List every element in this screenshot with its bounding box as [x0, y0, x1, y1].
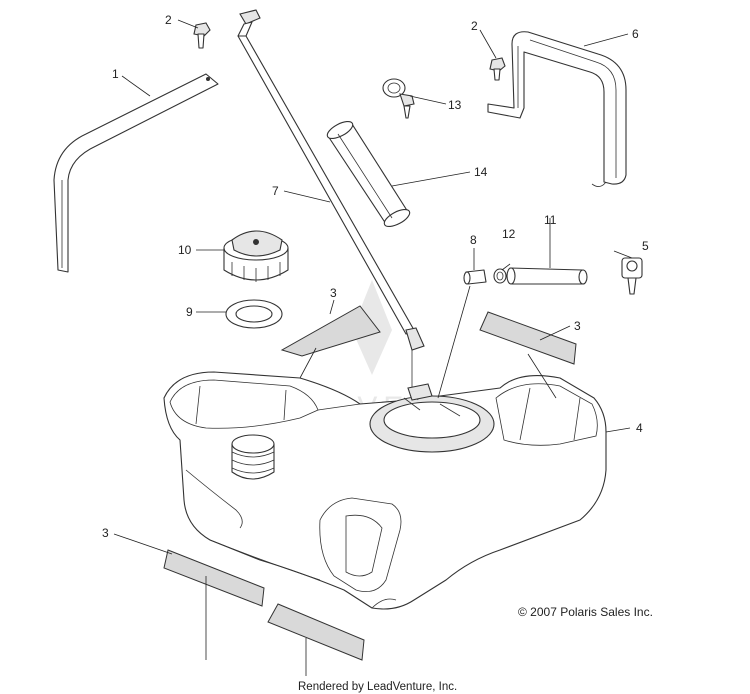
part-6-right-bracket	[487, 31, 627, 187]
callout-3-upper-left: 3	[330, 286, 337, 300]
callout-1: 1	[112, 67, 119, 81]
callout-5: 5	[642, 239, 649, 253]
part-3-pad-lower-1	[163, 549, 265, 607]
part-9-gasket	[225, 299, 283, 329]
part-10-fuel-cap	[223, 230, 289, 282]
callout-10: 10	[178, 243, 192, 257]
callout-9: 9	[186, 305, 193, 319]
part-8-fitting	[463, 269, 487, 285]
part-2-bolt-right	[489, 57, 506, 81]
part-12-clamp-ring	[493, 268, 507, 284]
part-2-bolt-top	[193, 22, 211, 49]
callout-2-right: 2	[471, 19, 478, 33]
callout-4: 4	[636, 421, 643, 435]
part-5-connector	[621, 257, 643, 295]
part-3-pad-upper-right	[479, 311, 577, 365]
part-13-hose-clamp	[382, 78, 415, 119]
callout-6: 6	[632, 27, 639, 41]
part-7-vent-tube	[237, 9, 425, 392]
callout-14: 14	[474, 165, 488, 179]
part-1-left-strap	[53, 73, 219, 273]
callout-12: 12	[502, 227, 516, 241]
callout-3-upper-right: 3	[574, 319, 581, 333]
callout-3-lower: 3	[102, 526, 109, 540]
part-3-pad-lower-2	[267, 603, 365, 661]
part-3-pad-upper-left	[280, 305, 381, 357]
part-4-fuel-tank	[163, 371, 607, 610]
callout-13: 13	[448, 98, 462, 112]
callout-11: 11	[544, 213, 557, 227]
part-14-sleeve	[326, 121, 411, 227]
callout-7: 7	[272, 184, 279, 198]
callout-labels: 1 2 2 6 13 14 7 10 9 3 3 3 8 12 11 5 4	[102, 13, 649, 540]
copyright-text: © 2007 Polaris Sales Inc.	[518, 605, 653, 619]
rendered-by-credit: Rendered by LeadVenture, Inc.	[298, 681, 457, 693]
leader-lines	[113, 19, 633, 676]
callout-8: 8	[470, 233, 477, 247]
callout-2-top: 2	[165, 13, 172, 27]
part-11-fuel-hose	[506, 267, 588, 285]
